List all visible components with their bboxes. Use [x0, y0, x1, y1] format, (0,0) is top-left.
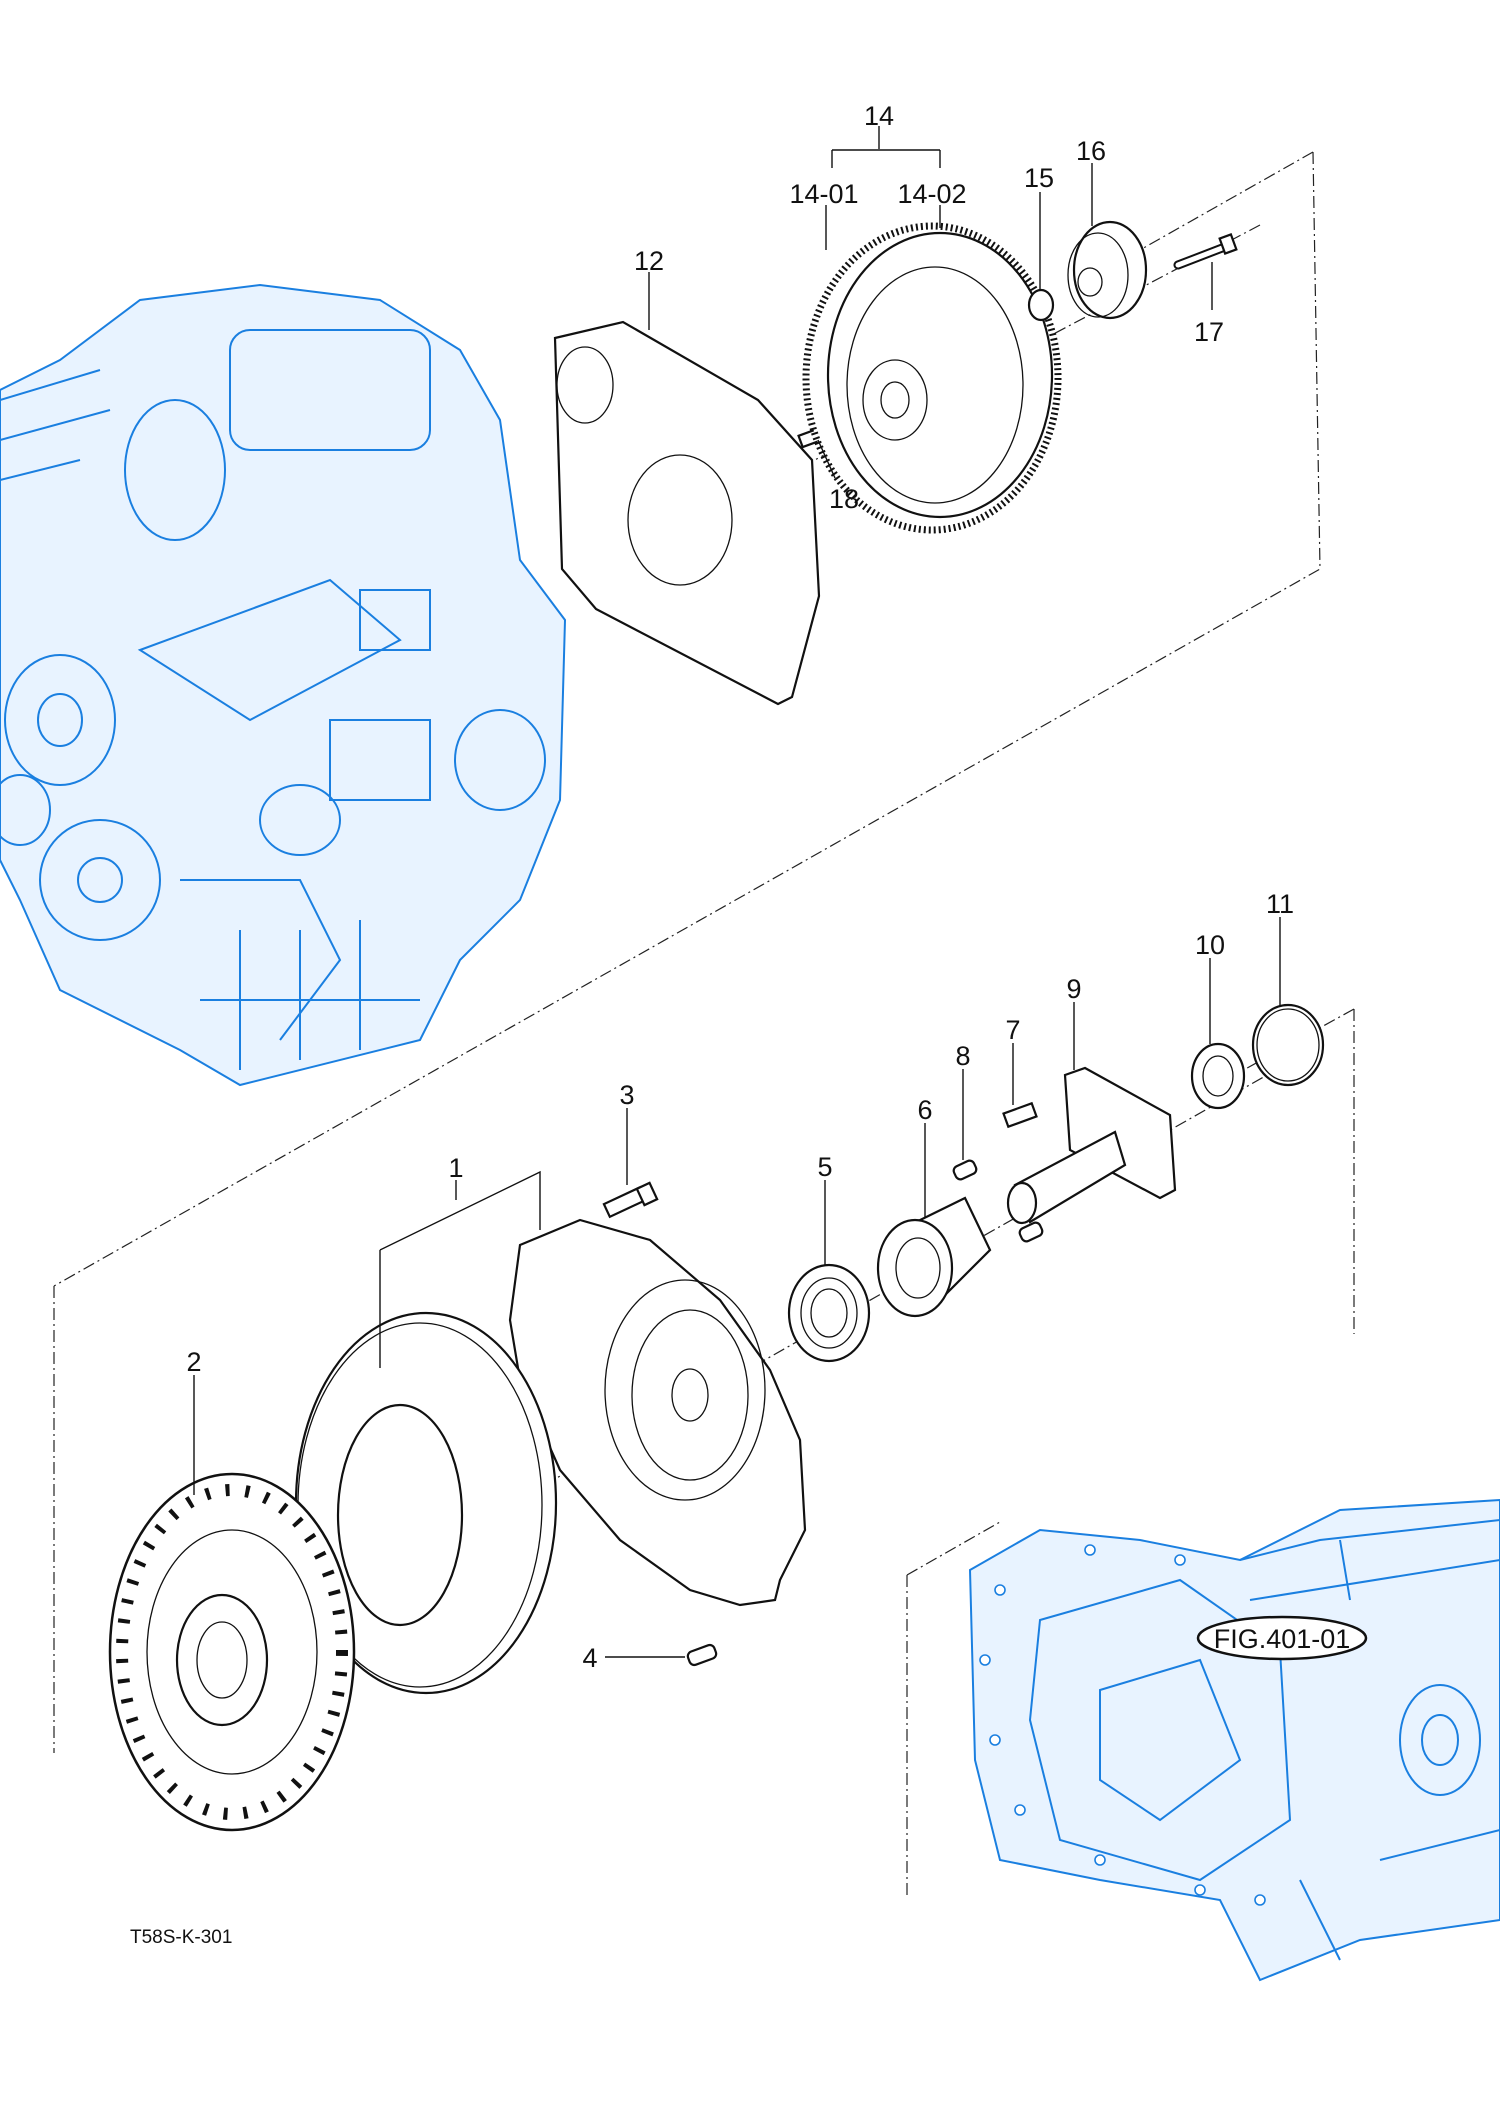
callout-labels: 14 14-01 14-02 15 16 17 12 18 11 10 9 7 …	[186, 101, 1294, 1673]
callout-1: 1	[448, 1153, 463, 1183]
part-15-snap-ring	[1027, 288, 1055, 322]
callout-17: 17	[1194, 317, 1224, 347]
leader-lines	[193, 126, 1281, 1658]
callout-6: 6	[917, 1095, 932, 1125]
part-2-clutch-disc	[108, 1472, 356, 1832]
part-6-release-bearing	[876, 1196, 992, 1318]
callout-3: 3	[619, 1080, 634, 1110]
part-16-hub	[1067, 220, 1148, 320]
part-8-springs	[952, 1159, 1044, 1243]
callout-14-02: 14-02	[897, 179, 966, 209]
callout-14: 14	[864, 101, 894, 131]
callout-12: 12	[634, 246, 664, 276]
callout-16: 16	[1076, 136, 1106, 166]
callout-18: 18	[829, 484, 859, 514]
part-12-adapter-plate	[553, 320, 821, 706]
part-10-seal	[1190, 1042, 1246, 1110]
callout-14-01: 14-01	[789, 179, 858, 209]
engine-illustration	[0, 283, 567, 1087]
callout-5: 5	[817, 1152, 832, 1182]
callout-2: 2	[186, 1347, 201, 1377]
part-11-o-ring	[1251, 1003, 1325, 1087]
part-3-bolt	[602, 1181, 659, 1219]
transmission-illustration	[968, 1498, 1500, 1982]
callout-9: 9	[1066, 974, 1081, 1004]
part-1-pressure-plate	[294, 1311, 558, 1695]
part-1-clutch-cover	[508, 1218, 807, 1607]
part-17-bolt	[1173, 233, 1238, 270]
callout-11: 11	[1266, 889, 1294, 919]
part-9-guide-housing	[1006, 1066, 1177, 1225]
drawing-code: T58S-K-301	[130, 1927, 232, 1948]
callout-7: 7	[1005, 1015, 1020, 1045]
assembly-boundary-upper	[53, 151, 1321, 1287]
callout-8: 8	[955, 1041, 970, 1071]
assembly-boundary-lower	[53, 1008, 1355, 1895]
figure-reference-badge[interactable]: FIG.401-01	[1196, 1615, 1368, 1661]
svg-text:FIG.401-01: FIG.401-01	[1214, 1624, 1351, 1654]
part-14-flywheel	[802, 222, 1062, 534]
part-7-bolt	[1002, 1101, 1038, 1129]
part-4-dowel	[686, 1643, 718, 1667]
part-5-bearing	[787, 1263, 871, 1363]
callout-10: 10	[1195, 930, 1225, 960]
callout-4: 4	[582, 1643, 597, 1673]
callout-15: 15	[1024, 163, 1054, 193]
